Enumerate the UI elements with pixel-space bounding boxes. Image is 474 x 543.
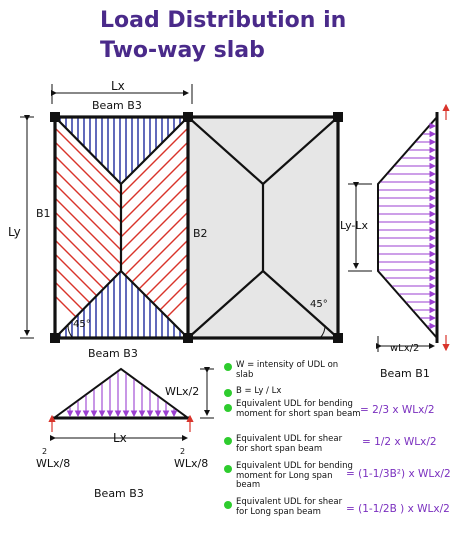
ly-minus-lx-label: Ly-Lx <box>340 219 369 232</box>
reaction-right-value: WLx/8 <box>174 457 209 470</box>
angle-45-right: 45° <box>310 299 328 310</box>
formula-shear-long: = (1-1/2B ) x WLx/2 <box>346 503 450 515</box>
formula-shear-short: = 1/2 x WLx/2 <box>362 436 437 448</box>
lx-dimension-label: Lx <box>111 79 125 93</box>
reaction-left-sup: 2 <box>42 447 48 456</box>
note-item: W = intensity of UDL on slab <box>236 360 339 380</box>
bullet-icon <box>224 404 232 412</box>
angle-45-left: 45° <box>73 319 91 330</box>
formula-bm-short: = 2/3 x WLx/2 <box>360 404 435 416</box>
note-item: Equivalent UDL for shear for short span … <box>236 434 343 454</box>
title-line-2: Two-way slab <box>100 38 265 63</box>
right-slab-panel <box>187 116 339 339</box>
beam-b1-load-diagram <box>348 103 450 352</box>
note-item: Equivalent UDL for shear for Long span b… <box>236 497 343 517</box>
note-item: B = Ly / Lx <box>236 386 282 396</box>
lx-b3-label: Lx <box>113 431 127 445</box>
w-lx-half-b3-label: WLx/2 <box>165 385 200 398</box>
beam-b1-load-arrows <box>379 122 437 330</box>
note-item: Equivalent UDL for bending moment for Lo… <box>236 461 353 490</box>
beam-b1-label: B1 <box>36 207 51 220</box>
beam-b3-caption: Beam B3 <box>94 487 144 500</box>
beam-b3-load-diagram <box>48 367 214 441</box>
formula-bm-long: = (1-1/3B²) x WLx/2 <box>346 468 451 480</box>
bullet-icon <box>224 501 232 509</box>
bullet-icon <box>224 465 232 473</box>
beam-b3-bottom-label: Beam B3 <box>88 347 138 360</box>
beam-b3-load-arrows <box>66 372 178 418</box>
reaction-right-sup: 2 <box>180 447 186 456</box>
bullet-icon <box>224 389 232 397</box>
bullet-icon <box>224 437 232 445</box>
left-slab-panel <box>54 116 189 339</box>
note-item: Equivalent UDL for bending moment for sh… <box>236 399 361 419</box>
title-line-1: Load Distribution in <box>100 8 347 33</box>
beam-b2-label: B2 <box>193 227 208 240</box>
bullet-icon <box>224 363 232 371</box>
beam-b1-caption: Beam B1 <box>380 367 430 380</box>
w-lx-half-b1-label: wLx/2 <box>390 343 420 354</box>
reaction-left-value: WLx/8 <box>36 457 71 470</box>
ly-dimension-label: Ly <box>8 225 21 239</box>
beam-b3-top-label: Beam B3 <box>92 99 142 112</box>
